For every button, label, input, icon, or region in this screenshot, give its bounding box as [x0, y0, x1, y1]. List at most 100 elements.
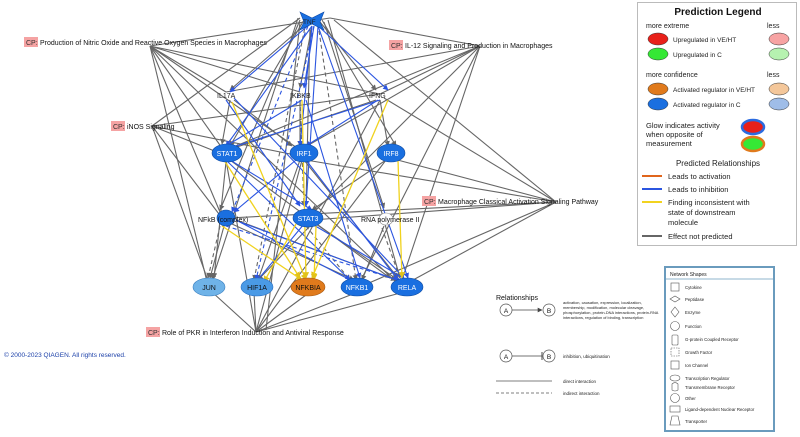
node-label: NFKBIA	[295, 285, 321, 292]
transcription-regulator-shape	[192, 277, 226, 297]
up-c-label: Upregulated in C	[673, 52, 722, 59]
node-hif1a[interactable]: HIF1A	[240, 277, 274, 297]
cp-badge	[146, 327, 160, 337]
node-label: NFKB1	[346, 285, 369, 292]
activated-c-strong-swatch	[647, 97, 669, 111]
pathway-pkr[interactable]: CP: Role of PKR in Interferon Induction …	[146, 327, 344, 337]
other-shape-icon	[670, 393, 680, 403]
cp-prefix: CP:	[113, 124, 125, 131]
node-b-circle	[542, 303, 556, 317]
shape-label: Enzyme	[685, 310, 701, 315]
transcription-regulator-shape	[376, 143, 406, 163]
transcription-regulator-shape-icon	[669, 374, 681, 382]
pathway-label: Role of PKR in Interferon Induction and …	[162, 330, 344, 337]
node-stat1[interactable]: STAT1	[211, 143, 243, 163]
cytokine-shape	[299, 11, 325, 31]
more-confidence-label: more confidence	[646, 72, 698, 79]
node-jun[interactable]: JUN	[192, 277, 226, 297]
node-irf8[interactable]: IRF8	[376, 143, 406, 163]
network-shapes-legend: Network Shapes Cytokine Peptidase Enzyme…	[664, 266, 775, 432]
node-rna-polymerase-ii[interactable]: RNA polymerase II	[361, 212, 419, 226]
upregulated-c-light-swatch	[768, 47, 790, 61]
activated-light-swatch	[768, 82, 790, 96]
up-vehtt-label: Upregulated in VE/HT	[673, 37, 736, 44]
less-label: less	[767, 72, 780, 79]
direct-text: direct interaction	[563, 379, 597, 384]
not-predicted-label: Effect not predicted	[668, 232, 733, 241]
shape-label: Peptidase	[685, 297, 705, 302]
shapes-title: Network Shapes	[670, 272, 707, 278]
node-b-circle	[542, 349, 556, 363]
cp-prefix: CP:	[424, 199, 436, 206]
relationships-title: Relationships	[496, 295, 539, 302]
relationships-key: Relationships A B activation, causation,…	[496, 295, 659, 396]
network-edges	[149, 17, 557, 333]
upregulated-strong-swatch	[647, 32, 669, 46]
nuclear-receptor-shape-icon	[669, 405, 681, 413]
node-label: IKBKB	[290, 93, 311, 100]
shape-label: Transmembrane Receptor	[685, 385, 736, 390]
glow-label-1: Glow indicates activity	[646, 121, 720, 130]
node-label: RNA polymerase II	[361, 217, 419, 224]
growth-factor-shape-icon	[670, 347, 680, 357]
inconsistent-label-2: state of downstream	[668, 208, 736, 217]
copyright-notice: © 2000-2023 QIAGEN. All rights reserved.	[4, 352, 126, 359]
shape-label: Cytokine	[685, 285, 702, 290]
relationship-types-box: activation, causation, expression, local…	[563, 300, 659, 320]
node-label: IRF1	[296, 151, 311, 158]
transmembrane-receptor-shape-icon	[671, 382, 679, 392]
complex-shape	[378, 212, 394, 226]
prediction-legend: Prediction Legend more extreme less Upre…	[637, 2, 797, 246]
leads-activation-label: Leads to activation	[668, 172, 731, 181]
shape-label: Ligand-dependent Nuclear Receptor	[685, 407, 755, 412]
pathway-il12[interactable]: CP: IL-12 Signaling and Production in Ma…	[389, 40, 553, 50]
leads-inhibition-label: Leads to inhibition	[668, 185, 728, 194]
node-stat3[interactable]: STAT3	[292, 208, 324, 228]
node-il17a[interactable]: IL17A	[217, 93, 236, 100]
cp-badge	[389, 40, 403, 50]
pathway-labels: CP: Production of Nitric Oxide and React…	[24, 37, 599, 337]
node-label: IFNG	[369, 93, 386, 100]
node-label: JUN	[202, 285, 216, 292]
cp-badge	[422, 196, 436, 206]
less-label: less	[767, 23, 780, 30]
node-a-label: A	[504, 308, 509, 315]
cp-badge	[24, 37, 38, 47]
pathway-label: iNOS Signaling	[127, 124, 175, 131]
pathway-no-ros[interactable]: CP: Production of Nitric Oxide and React…	[24, 37, 267, 47]
upregulated-c-strong-swatch	[647, 47, 669, 61]
pathway-inos[interactable]: CP: iNOS Signaling	[111, 121, 175, 131]
inhibition-text: inhibition, ubiquitination	[563, 354, 610, 359]
node-nfkb1[interactable]: NFKB1	[340, 277, 374, 297]
upregulated-light-swatch	[768, 32, 790, 46]
relationship-types-text: activation, causation, expression, local…	[563, 300, 659, 320]
node-label: RELA	[398, 285, 417, 292]
node-label: IRF8	[383, 151, 398, 158]
shape-label: G-protein Coupled Receptor	[685, 337, 739, 342]
activated-c-light-swatch	[768, 97, 790, 111]
node-nfkbia[interactable]: NFKBIA	[290, 277, 326, 297]
node-ikbkb[interactable]: IKBKB	[290, 93, 311, 100]
ion-channel-shape-icon	[670, 360, 680, 370]
shape-label: Transcription Regulator	[685, 376, 730, 381]
node-label: NFkB (complex)	[198, 217, 248, 224]
activated-strong-swatch	[647, 82, 669, 96]
predicted-relationships-title: Predicted Relationships	[676, 159, 760, 168]
node-irf1[interactable]: IRF1	[289, 143, 319, 163]
node-tnf[interactable]: TNF	[299, 11, 325, 31]
transcription-regulator-shape	[340, 277, 374, 297]
node-nfkb-complex[interactable]: NFkB (complex)	[198, 209, 248, 227]
transcription-regulator-shape	[289, 143, 319, 163]
prediction-legend-svg: Prediction Legend more extreme less Upre…	[642, 7, 790, 241]
glow-label-2: when opposite of	[645, 130, 704, 139]
pathway-label: Macrophage Classical Activation Signalin…	[438, 199, 599, 206]
legend-title: Prediction Legend	[674, 7, 761, 18]
cp-prefix: CP:	[26, 40, 38, 47]
pathway-macrophage-classical[interactable]: CP: Macrophage Classical Activation Sign…	[422, 196, 599, 206]
inconsistent-label-3: molecule	[668, 218, 698, 227]
node-rela[interactable]: RELA	[390, 277, 424, 297]
node-b-label: B	[547, 308, 551, 315]
pathway-label: IL-12 Signaling and Production in Macrop…	[405, 43, 553, 50]
node-ifng[interactable]: IFNG	[369, 93, 386, 100]
